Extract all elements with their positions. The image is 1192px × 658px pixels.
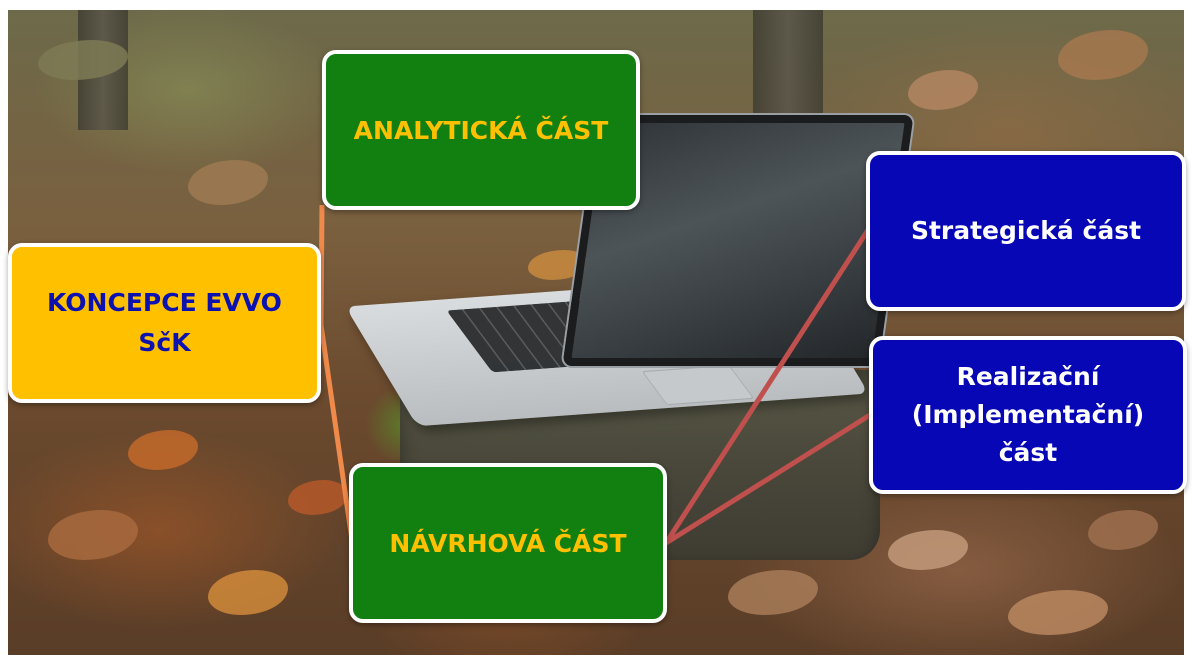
implementation-part-label: Realizační (Implementační) část [900,358,1156,472]
analytic-part-label: ANALYTICKÁ ČÁST [353,115,609,145]
implementation-label-line1: Realizační [956,362,1100,391]
proposal-part-box: NÁVRHOVÁ ČÁST [349,463,667,623]
connector-concept-proposal [318,324,355,541]
implementation-label-line2: (Implementační) [911,400,1145,429]
concept-label: KONCEPCE EVVO SčK [35,283,294,363]
connector-concept-analytic [318,204,325,326]
analytic-part-box: ANALYTICKÁ ČÁST [322,50,640,210]
concept-label-line1: KONCEPCE EVVO [47,288,282,317]
strategic-part-label: Strategická část [910,216,1142,245]
connector-proposal-implementation [664,412,872,546]
concept-box: KONCEPCE EVVO SčK [8,243,321,403]
strategic-part-box: Strategická část [866,151,1186,311]
concept-label-line2: SčK [138,328,191,357]
implementation-part-box: Realizační (Implementační) část [869,336,1187,494]
connector-proposal-strategic [663,228,871,545]
implementation-label-line3: část [998,438,1058,467]
proposal-part-label: NÁVRHOVÁ ČÁST [389,528,627,558]
